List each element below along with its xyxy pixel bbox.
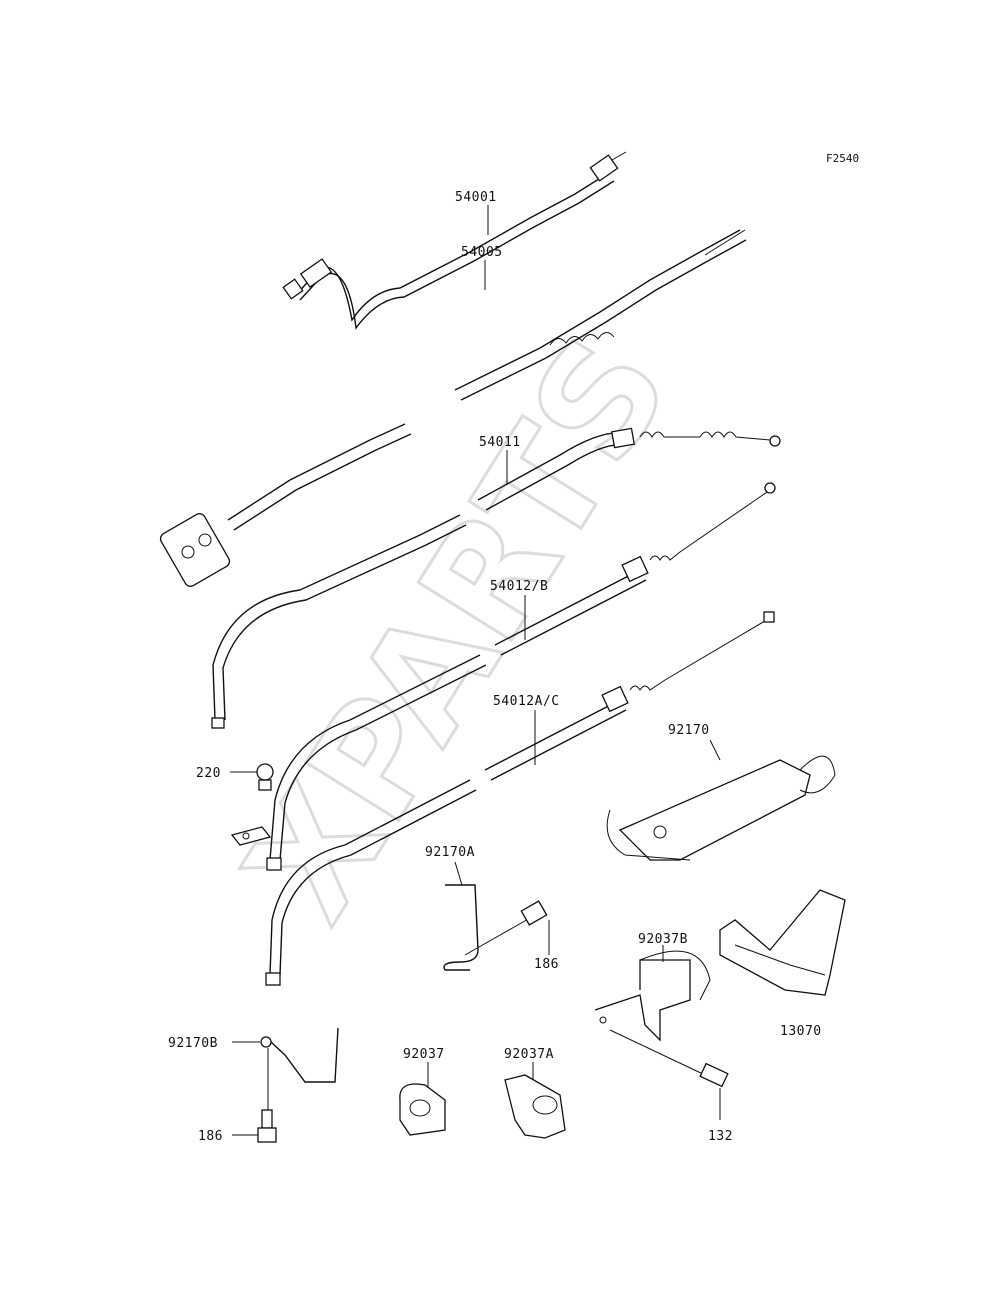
label-132: 132: [708, 1129, 733, 1144]
guard-13070: [719, 889, 846, 996]
label-220: 220: [196, 766, 221, 781]
label-92170a: 92170A: [425, 845, 475, 860]
bracket-92037b: [594, 945, 711, 1042]
label-92170b: 92170B: [168, 1036, 218, 1051]
cable-54012ac: [265, 611, 775, 986]
screw-220: [230, 763, 274, 791]
label-92037b: 92037B: [638, 932, 688, 947]
clamp-92037a: [504, 1062, 566, 1139]
label-54001: 54001: [455, 190, 497, 205]
label-92037: 92037: [403, 1047, 445, 1062]
label-54011: 54011: [479, 435, 521, 450]
cable-54005: [159, 229, 747, 587]
clamp-92037: [399, 1062, 446, 1136]
bracket-92170: [606, 739, 836, 861]
label-54012ac: 54012A/C: [493, 694, 560, 709]
bolt-186-lower: [232, 1109, 277, 1143]
cable-54011: [211, 427, 781, 729]
label-54012b: 54012/B: [490, 579, 548, 594]
clip-92170a: [443, 861, 479, 971]
cable-54012b: [230, 482, 776, 871]
clip-92170b: [232, 1027, 339, 1110]
label-92170: 92170: [668, 723, 710, 738]
bolt-186-upper: [464, 900, 550, 956]
label-13070: 13070: [780, 1024, 822, 1039]
figure-code: F2540: [826, 152, 859, 165]
label-92037a: 92037A: [504, 1047, 554, 1062]
label-54005: 54005: [461, 245, 503, 260]
bolt-132: [609, 1029, 729, 1120]
label-186-lower: 186: [198, 1129, 223, 1144]
label-186-upper: 186: [534, 957, 559, 972]
cable-54001: [282, 151, 627, 330]
